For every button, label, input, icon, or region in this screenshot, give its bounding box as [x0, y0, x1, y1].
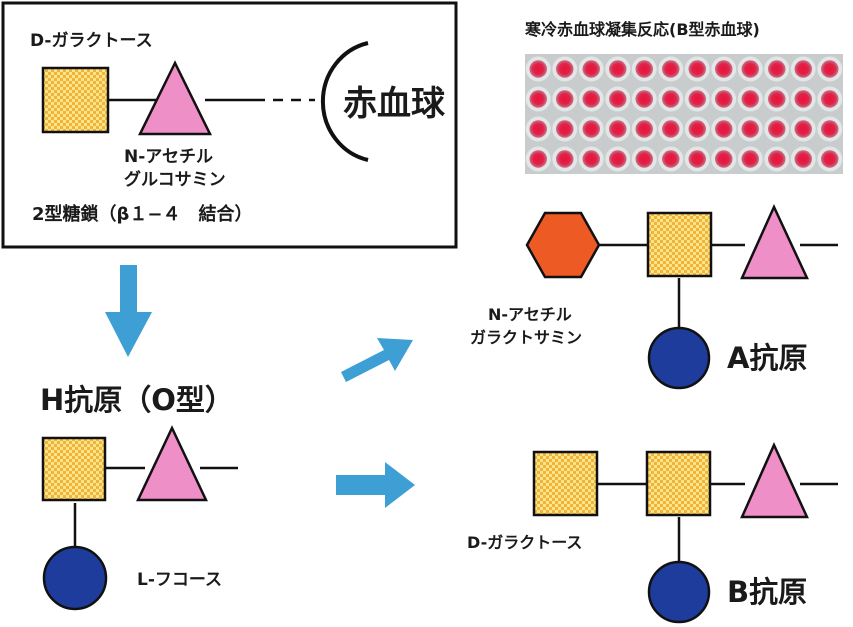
well: [609, 90, 627, 108]
well: [768, 60, 786, 78]
well: [794, 120, 812, 138]
well: [609, 150, 627, 168]
well: [741, 120, 759, 138]
glcnac-label-line1: N-アセチル: [124, 147, 213, 167]
well: [821, 60, 839, 78]
fucose-label: L-フコース: [137, 570, 222, 590]
galactose-label: D-ガラクトース: [30, 31, 153, 51]
a-glcnac-triangle: [740, 203, 809, 280]
well: [715, 150, 733, 168]
red-blood-cell-arc: [320, 41, 369, 162]
well: [794, 150, 812, 168]
h-antigen-group: H抗原（O型） L-フコース: [40, 383, 238, 611]
well: [556, 60, 574, 78]
well: [688, 90, 706, 108]
well: [715, 90, 733, 108]
well: [821, 150, 839, 168]
h-galactose-square: [41, 436, 107, 502]
arrow-to-b-antigen: [336, 462, 415, 508]
well: [556, 150, 574, 168]
b-galactose-square-2: [645, 450, 712, 517]
galactose-square: [41, 66, 110, 134]
well: [715, 60, 733, 78]
well: [556, 120, 574, 138]
h-fucose-circle: [42, 545, 108, 611]
b-antigen-title: B抗原: [727, 575, 807, 609]
well: [635, 90, 653, 108]
well: [529, 150, 547, 168]
well: [741, 90, 759, 108]
well: [662, 90, 680, 108]
rbc-label: 赤血球: [343, 84, 446, 124]
galnac-label-line2: ガラクトサミン: [470, 328, 582, 347]
well: [741, 150, 759, 168]
arrow-down: [105, 265, 152, 357]
well: [582, 150, 600, 168]
galnac-label-line1: N-アセチル: [488, 305, 572, 324]
well: [609, 60, 627, 78]
well: [715, 120, 733, 138]
well: [768, 150, 786, 168]
well: [768, 90, 786, 108]
well: [529, 60, 547, 78]
well: [635, 120, 653, 138]
b-fucose-circle: [647, 560, 711, 624]
b-galactose-label: D-ガラクトース: [467, 533, 582, 552]
arrow-to-a-antigen: [341, 338, 413, 382]
a-galactose-square: [646, 211, 713, 278]
well: [635, 150, 653, 168]
well: [662, 60, 680, 78]
well: [635, 60, 653, 78]
h-glcnac-triangle: [136, 425, 208, 502]
a-antigen-title: A抗原: [727, 341, 807, 375]
a-galnac-hexagon: [525, 211, 601, 279]
panel-border: [1, 1, 458, 249]
well: [768, 120, 786, 138]
well: [741, 60, 759, 78]
b-glcnac-triangle: [740, 441, 809, 519]
well: [662, 150, 680, 168]
well: [821, 90, 839, 108]
well: [688, 120, 706, 138]
chain-label: 2型糖鎖（β１−４ 結合）: [32, 203, 253, 225]
type2-chain-panel: D-ガラクトース N-アセチル グルコサミン 赤血球 2型糖鎖（β１−４ 結合）: [1, 1, 458, 249]
b-antigen-group: D-ガラクトース B抗原: [467, 441, 838, 624]
a-fucose-circle: [647, 326, 711, 390]
well: [529, 90, 547, 108]
well: [662, 120, 680, 138]
well: [609, 120, 627, 138]
well: [582, 90, 600, 108]
a-antigen-group: N-アセチル ガラクトサミン A抗原: [470, 203, 838, 390]
hemagglutination-photo: [525, 54, 843, 174]
photo-title: 寒冷赤血球凝集反応(B型赤血球): [524, 20, 760, 39]
glcnac-label-line2: グルコサミン: [124, 169, 226, 190]
plate-background: [525, 54, 843, 174]
b-galactose-square-1: [532, 450, 599, 517]
well: [794, 60, 812, 78]
well: [556, 90, 574, 108]
well: [688, 150, 706, 168]
well: [821, 120, 839, 138]
well: [529, 120, 547, 138]
h-antigen-title: H抗原（O型）: [40, 383, 234, 417]
well: [794, 90, 812, 108]
well: [582, 120, 600, 138]
glcnac-triangle: [137, 60, 213, 136]
well: [582, 60, 600, 78]
well: [688, 60, 706, 78]
